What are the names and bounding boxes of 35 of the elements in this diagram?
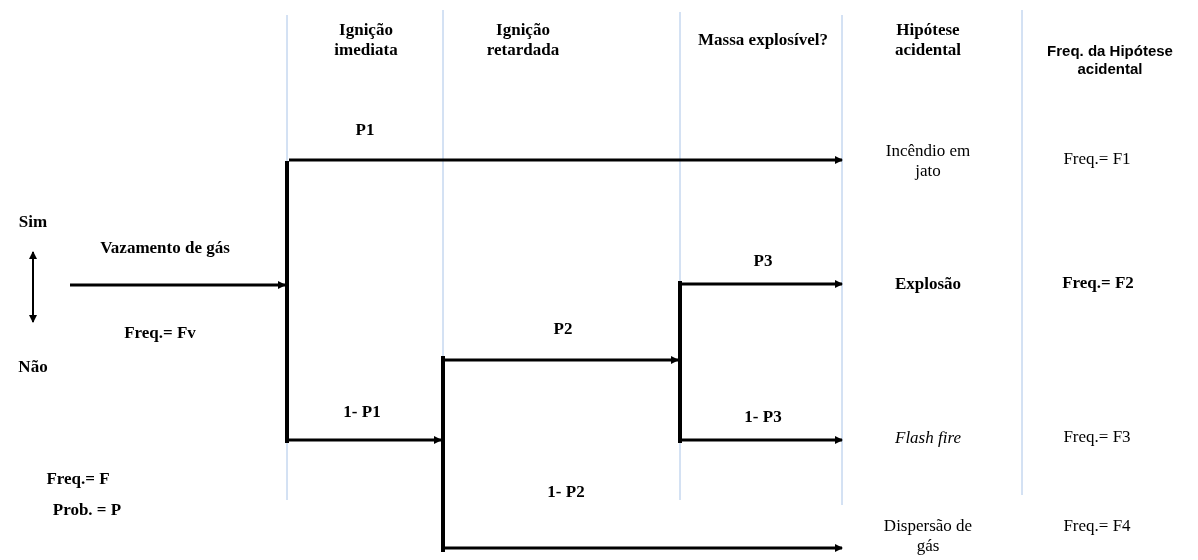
branch-arrow <box>70 281 286 289</box>
column-header: Hipótese acidental <box>893 19 963 61</box>
branch-bar <box>678 281 682 443</box>
annotation-text: Freq.= F4 <box>1062 515 1132 537</box>
annotation-text: Prob. = P <box>51 499 123 521</box>
branch-arrow <box>682 280 843 288</box>
branch-arrow <box>445 356 679 364</box>
column-header: Massa explosível? <box>697 29 829 51</box>
branch-arrow <box>445 544 843 552</box>
annotation-text: Freq.= F2 <box>1061 272 1135 294</box>
edge-label: P2 <box>552 318 574 340</box>
outcome-label: Explosão <box>894 273 962 295</box>
outcome-label: Incêndio em jato <box>884 140 972 182</box>
edge-label: P3 <box>752 250 774 272</box>
edge-label: P1 <box>354 119 376 141</box>
branch-arrow <box>289 156 843 164</box>
outcome-label: Flash fire <box>895 427 961 449</box>
column-header: Ignição retardada <box>485 19 561 61</box>
outcome-label: Dispersão de gás <box>882 515 974 557</box>
branch-arrow <box>289 436 442 444</box>
edge-label: 1- P3 <box>743 406 783 428</box>
branch-bar <box>285 161 289 443</box>
branch-arrow <box>682 436 843 444</box>
branch-bar <box>441 356 445 552</box>
edge-label: Vazamento de gás <box>99 237 231 259</box>
column-header: Freq. da Hipótese acidental <box>1046 42 1174 78</box>
annotation-text: Não <box>17 356 49 378</box>
annotation-text: Freq.= F1 <box>1062 148 1132 170</box>
column-header: Ignição imediata <box>333 19 399 61</box>
edge-label: 1- P2 <box>546 481 586 503</box>
annotation-text: Freq.= F <box>45 468 111 490</box>
edge-label: 1- P1 <box>342 401 382 423</box>
annotation-text: Freq.= F3 <box>1062 426 1132 448</box>
annotation-text: Sim <box>17 211 49 233</box>
annotation-text: Freq.= Fv <box>123 322 197 344</box>
